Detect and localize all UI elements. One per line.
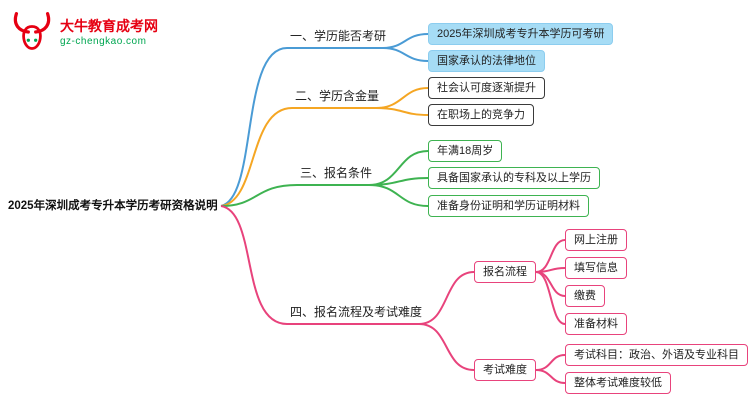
connector-line: [375, 87, 429, 109]
site-logo: 大牛教育成考网 gz-chengkao.com: [10, 10, 158, 54]
topic-node: 缴费: [565, 285, 605, 307]
branch4-connectors: [220, 205, 566, 384]
connector-line: [535, 271, 566, 297]
connector-line: [375, 107, 429, 116]
topic-node: 考试科目：政治、外语及专业科目: [565, 344, 748, 366]
branch-label-1: 一、学历能否考研: [287, 29, 390, 49]
connector-line: [382, 33, 429, 49]
connector-line: [382, 47, 429, 62]
topic-node: 填写信息: [565, 257, 627, 279]
topic-node: 国家承认的法律地位: [428, 50, 545, 72]
root-topic: 2025年深圳成考专升本学历考研资格说明: [8, 200, 218, 212]
topic-node: 在职场上的竞争力: [428, 104, 534, 126]
logo-subtitle: gz-chengkao.com: [60, 35, 147, 47]
connector-line: [220, 184, 298, 207]
topic-node: 准备身份证明和学历证明材料: [428, 195, 589, 217]
topic-node: 整体考试难度较低: [565, 372, 671, 394]
branch-label-4: 四、报名流程及考试难度: [287, 305, 426, 325]
connector-line: [220, 107, 293, 207]
logo-bull-icon: [13, 12, 51, 50]
connector-line: [220, 205, 288, 325]
connector-line: [368, 150, 429, 186]
branch-label-3: 三、报名条件: [297, 166, 376, 186]
subtopic-node: 考试难度: [474, 359, 536, 381]
connector-line: [418, 271, 475, 325]
connector-line: [535, 369, 566, 384]
topic-node: 准备材料: [565, 313, 627, 335]
topic-node: 社会认可度逐渐提升: [428, 77, 545, 99]
topic-node: 2025年深圳成考专升本学历可考研: [428, 23, 614, 45]
logo-title: 大牛教育成考网: [60, 17, 158, 34]
branch-label-2: 二、学历含金量: [292, 89, 383, 109]
topic-node: 网上注册: [565, 229, 627, 251]
branch3-connectors: [220, 150, 429, 207]
logo-text: 大牛教育成考网 gz-chengkao.com: [60, 17, 158, 48]
connector-line: [535, 271, 566, 325]
connector-line: [368, 177, 429, 186]
topic-node: 具备国家承认的专科及以上学历: [428, 167, 600, 189]
topic-node: 年满18周岁: [428, 140, 503, 162]
connector-line: [368, 184, 429, 207]
connector-line: [535, 354, 566, 371]
connector-line: [418, 323, 475, 371]
connector-line: [220, 47, 288, 207]
subtopic-node: 报名流程: [474, 261, 536, 283]
